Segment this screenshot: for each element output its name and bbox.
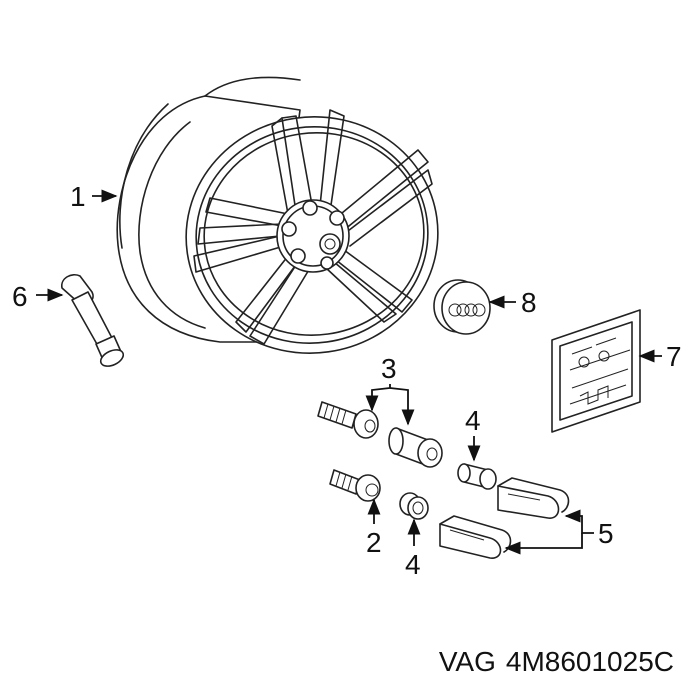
wheel-rim-illustration <box>116 76 439 354</box>
part-caption: VAG 4M8601025C <box>439 646 674 678</box>
leader-5b <box>504 533 583 555</box>
four-rings-logo-icon <box>448 303 486 317</box>
callout-4-lower: 4 <box>405 549 421 580</box>
center-cap-illustration <box>433 279 491 335</box>
leader-3b <box>389 387 415 426</box>
callout-7: 7 <box>666 341 682 372</box>
callout-5: 5 <box>598 518 614 549</box>
callout-8: 8 <box>521 287 537 318</box>
leader-5 <box>564 509 594 534</box>
callout-1: 1 <box>70 181 86 212</box>
bolt-cap-upper-illustration <box>497 477 570 519</box>
callout-4-upper: 4 <box>465 405 481 436</box>
sleeve-upper-illustration <box>457 463 497 490</box>
lock-sleeve-illustration <box>388 427 443 468</box>
wheel-bolt-illustration <box>317 401 379 439</box>
control-unit-illustration <box>551 309 641 433</box>
valve-stem-illustration <box>61 273 125 367</box>
part-number: 4M8601025C <box>505 646 674 677</box>
sleeve-lower-illustration <box>399 492 429 520</box>
callout-2: 2 <box>366 527 382 558</box>
bolt-cap-lower-illustration <box>439 515 512 559</box>
brand-label: VAG <box>438 646 496 677</box>
callout-6: 6 <box>12 281 28 312</box>
leader-3 <box>365 384 391 412</box>
callout-3: 3 <box>381 353 397 384</box>
short-bolt-illustration <box>329 469 381 502</box>
